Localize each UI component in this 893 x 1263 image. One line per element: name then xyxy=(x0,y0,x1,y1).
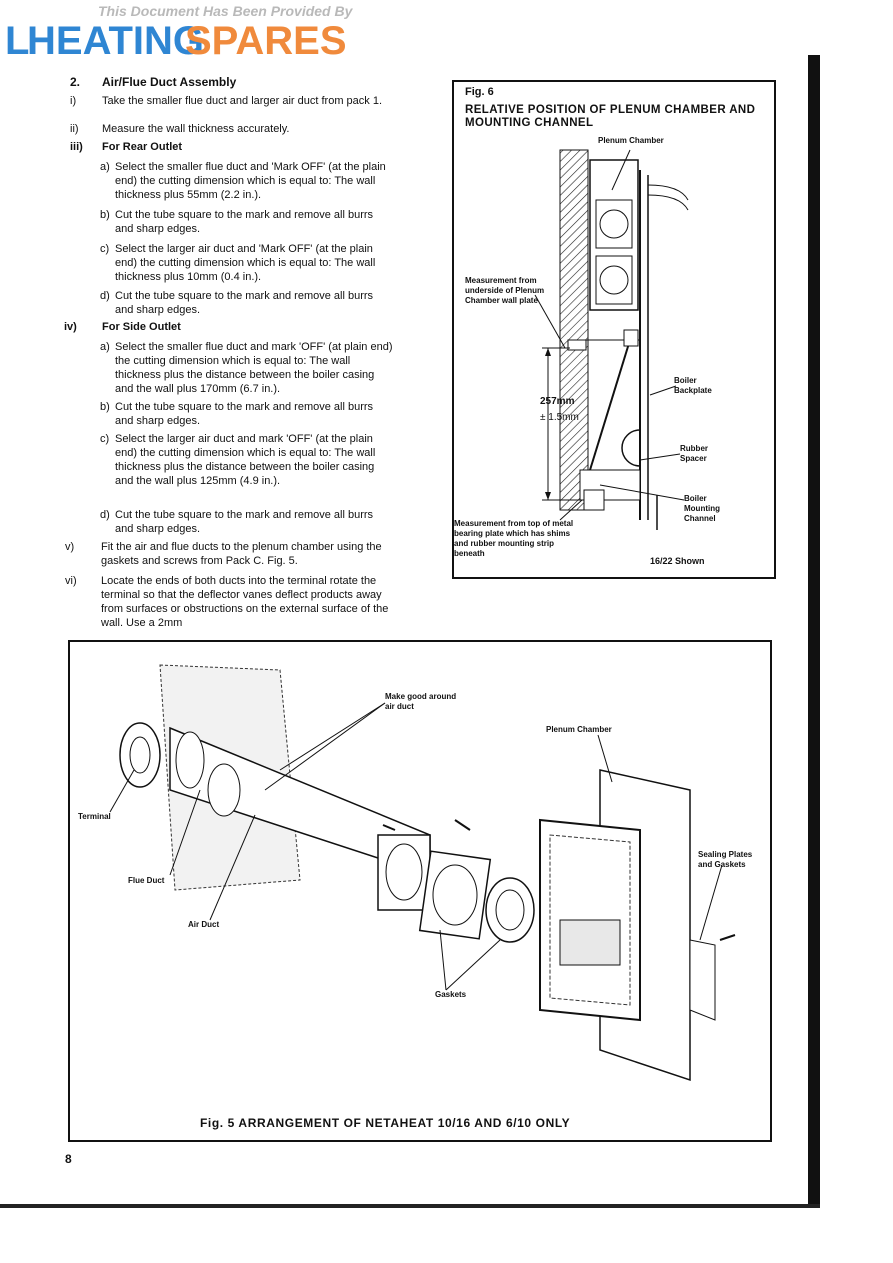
fig6-shown-note: 16/22 Shown xyxy=(650,556,705,566)
gasket-ring xyxy=(485,877,535,943)
fig6-label-measurement-top: Measurement from underside of Plenum Cha… xyxy=(465,276,545,305)
fig5-frame xyxy=(68,640,772,1142)
fig6-label-spacer: Rubber Spacer xyxy=(680,444,708,463)
logo-text-left: HEATING xyxy=(27,19,204,62)
fig6-label-plenum: Plenum Chamber xyxy=(598,136,664,145)
fig6-title: RELATIVE POSITION OF PLENUM CHAMBER AND … xyxy=(465,104,756,129)
page-edge-bottom xyxy=(0,1204,820,1208)
duct-port-upper xyxy=(595,199,633,249)
terminal-shape xyxy=(119,722,161,788)
section-heading: 2. Air/Flue Duct Assembly xyxy=(70,75,236,89)
fig6-label-channel: Boiler Mounting Channel xyxy=(684,494,720,523)
fig6-dimension: 257mm xyxy=(540,396,575,407)
section-number: 2. xyxy=(70,75,81,89)
fig6-label-measurement-bottom: Measurement from top of metal bearing pl… xyxy=(454,519,574,558)
wall-hatch xyxy=(559,149,589,511)
watermark-text: This Document Has Been Provided By xyxy=(98,3,353,19)
duct-port-lower xyxy=(595,255,633,305)
fig6-label-backplate: Boiler Backplate xyxy=(674,376,712,395)
page-edge-right xyxy=(808,55,820,1205)
gasket-plate xyxy=(418,850,492,940)
fig5-label-terminal: Terminal xyxy=(78,812,111,821)
fig5-label-make-good: Make good around air duct xyxy=(385,692,457,711)
svg-text:L: L xyxy=(5,19,29,62)
heating-spares-logo: L HEATING SPARES xyxy=(5,14,365,67)
fig5-label-sealing: Sealing Plates and Gaskets xyxy=(698,850,753,869)
logo-text-right: SPARES xyxy=(185,19,347,62)
fig5-label-air-duct: Air Duct xyxy=(188,920,220,929)
fig6-tolerance: ± 1.5mm xyxy=(540,412,579,423)
fig5-label-gaskets: Gaskets xyxy=(435,990,467,999)
page-number: 8 xyxy=(65,1152,72,1166)
fig6-frame xyxy=(452,80,776,579)
fig5-label-flue-duct: Flue Duct xyxy=(128,876,165,885)
fig6-label: Fig. 6 xyxy=(465,86,494,98)
rubber-spacer-shape xyxy=(621,429,641,467)
fig5-caption: Fig. 5 ARRANGEMENT OF NETAHEAT 10/16 AND… xyxy=(200,1116,571,1130)
fig5-label-plenum: Plenum Chamber xyxy=(546,725,612,734)
section-title: Air/Flue Duct Assembly xyxy=(102,75,237,89)
